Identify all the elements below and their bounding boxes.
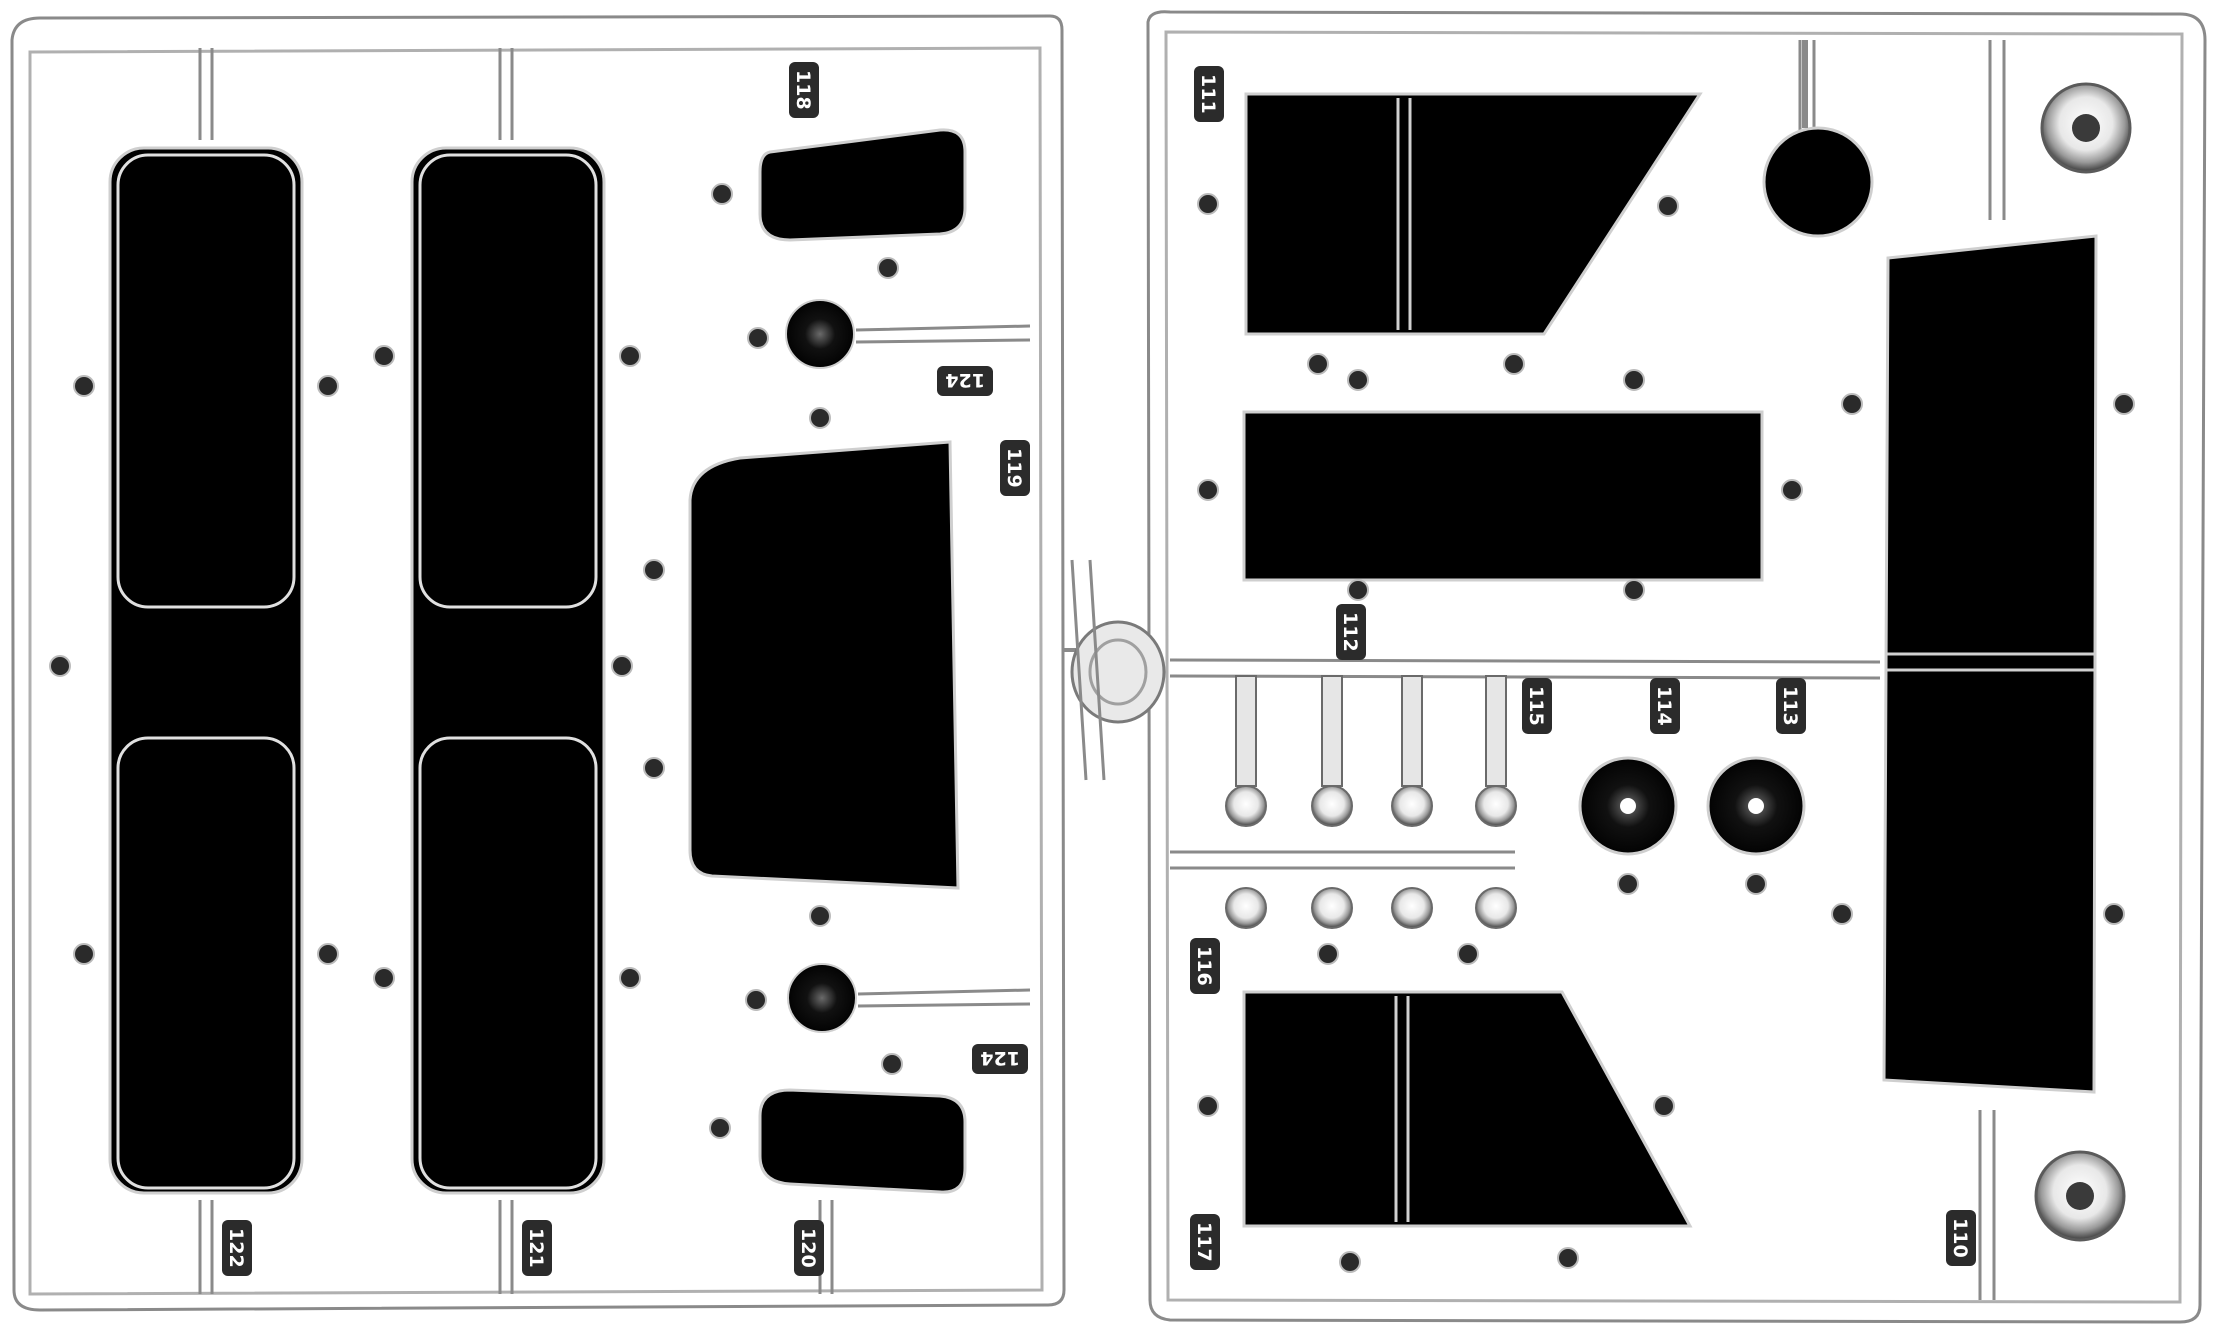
clear-lens-top: [2040, 82, 2132, 174]
svg-text:112: 112: [1339, 612, 1361, 652]
tag-119: 119: [1000, 440, 1030, 496]
svg-text:115: 115: [1525, 686, 1547, 726]
tag-117: 117: [1190, 1214, 1220, 1270]
part-113-lens: [1706, 756, 1806, 856]
tag-115: 115: [1522, 678, 1552, 734]
part-110-window: [1882, 234, 2098, 1094]
svg-text:110: 110: [1949, 1218, 1971, 1258]
clear-lens-bottom: [2034, 1150, 2126, 1242]
part-114-lens: [1578, 756, 1678, 856]
part-118-lens: [758, 128, 967, 242]
svg-text:113: 113: [1779, 686, 1801, 726]
tag-111: 111: [1194, 66, 1224, 122]
part-124-disc-top: [785, 299, 855, 369]
part-124-disc-bottom: [787, 963, 857, 1033]
tag-116: 116: [1190, 938, 1220, 994]
part-123-disc: [1762, 126, 1874, 238]
part-number-tags: 118 124 119 124 122 121 120 111: [222, 62, 1976, 1276]
part-122-panel: [108, 146, 304, 1195]
svg-text:116: 116: [1193, 946, 1215, 986]
svg-text:120: 120: [797, 1228, 819, 1268]
clear-peg-row-lower: [1225, 887, 1517, 929]
tag-121: 121: [522, 1220, 552, 1276]
tag-110: 110: [1946, 1210, 1976, 1266]
part-111-window: [1244, 92, 1703, 336]
attachment-gates: [49, 183, 2135, 1273]
tag-114: 114: [1650, 678, 1680, 734]
clear-peg-row-upper: [1225, 675, 1517, 827]
svg-text:111: 111: [1197, 74, 1219, 114]
part-112-panel: [1242, 410, 1764, 582]
svg-text:122: 122: [225, 1228, 247, 1268]
sprue-gate-medallion: [1070, 559, 1166, 781]
svg-text:114: 114: [1653, 686, 1675, 726]
part-121-panel: [410, 146, 606, 1195]
svg-text:121: 121: [525, 1228, 547, 1268]
tag-120: 120: [794, 1220, 824, 1276]
tag-112: 112: [1336, 604, 1366, 660]
svg-text:119: 119: [1003, 448, 1025, 488]
svg-text:124: 124: [945, 369, 985, 391]
tag-124-bottom: 124: [972, 1044, 1028, 1074]
tag-124-top: 124: [937, 366, 993, 396]
tag-122: 122: [222, 1220, 252, 1276]
svg-text:124: 124: [980, 1047, 1020, 1069]
sprue-frame: [10, 10, 2207, 1324]
svg-text:118: 118: [792, 70, 814, 110]
tag-113: 113: [1776, 678, 1806, 734]
tag-118: 118: [789, 62, 819, 118]
svg-text:117: 117: [1193, 1222, 1215, 1262]
part-120-lens: [758, 1088, 967, 1194]
part-117-window: [1242, 990, 1693, 1228]
part-119-window: [688, 440, 960, 890]
